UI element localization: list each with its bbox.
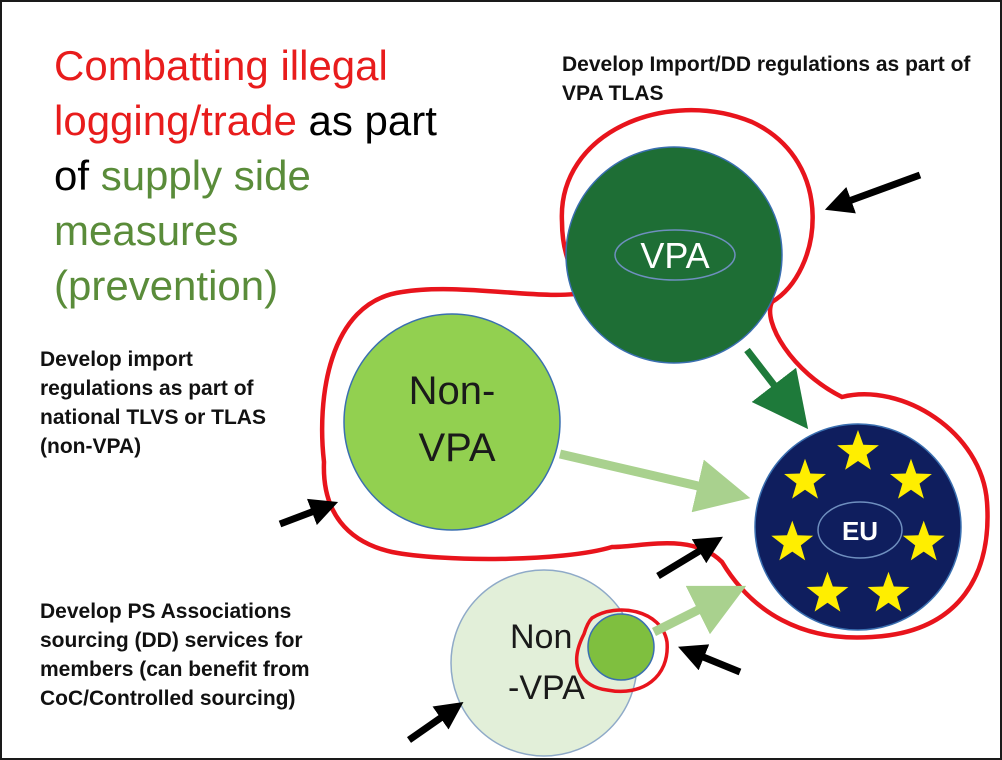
note-vpa-regulations: Develop Import/DD regulations as part of… xyxy=(562,53,971,105)
pointer-arrow-small-outline xyxy=(678,644,742,676)
ps-small-green-circle xyxy=(587,613,655,681)
ps-non-vpa-label-line1: Non xyxy=(510,618,572,656)
eu-label: EU xyxy=(842,516,878,546)
title-line3-green: supply side xyxy=(100,152,311,199)
note-non-vpa-regulations: Develop import regulations as part of na… xyxy=(40,348,266,458)
eu-stars xyxy=(771,430,945,612)
title-line1: Combatting illegal xyxy=(54,42,388,89)
eu-star xyxy=(806,571,849,612)
vpa-inner-ellipse xyxy=(614,229,736,281)
eu-inner-ellipse xyxy=(817,501,903,559)
vpa-to-eu-arrow xyxy=(744,347,809,430)
eu-star xyxy=(771,520,814,561)
pointer-arrow-eu-outline xyxy=(656,536,723,579)
ps-to-eu-arrow xyxy=(651,585,747,637)
slide-title: Combatting illegal logging/trade as part… xyxy=(54,38,524,313)
red-boundary-outline xyxy=(319,107,990,640)
title-line3-black: of xyxy=(54,152,101,199)
eu-star xyxy=(837,430,879,470)
non-vpa-label-line2: VPA xyxy=(418,426,495,470)
pointer-arrow-ps xyxy=(406,701,464,743)
ps-non-vpa-label-line2: -VPA xyxy=(508,669,585,707)
note-ps-associations: Develop PS Associations sourcing (DD) se… xyxy=(40,600,310,710)
pointer-arrow-vpa xyxy=(824,171,922,214)
title-line4: measures xyxy=(54,207,239,254)
vpa-label: VPA xyxy=(640,235,709,276)
vpa-circle xyxy=(565,146,783,364)
eu-star xyxy=(890,458,932,499)
title-line5: (prevention) xyxy=(54,262,279,309)
non-vpa-circle xyxy=(343,313,561,531)
eu-star xyxy=(867,571,910,612)
small-red-outline xyxy=(575,608,669,693)
title-line2-red: logging/trade xyxy=(54,97,297,144)
non-vpa-to-eu-arrow xyxy=(558,449,751,513)
title-line2-black: as part xyxy=(296,97,437,144)
eu-star xyxy=(784,458,826,499)
non-vpa-label-line1: Non- xyxy=(409,369,496,413)
pointer-arrow-non-vpa xyxy=(278,498,339,528)
eu-star xyxy=(902,520,945,561)
